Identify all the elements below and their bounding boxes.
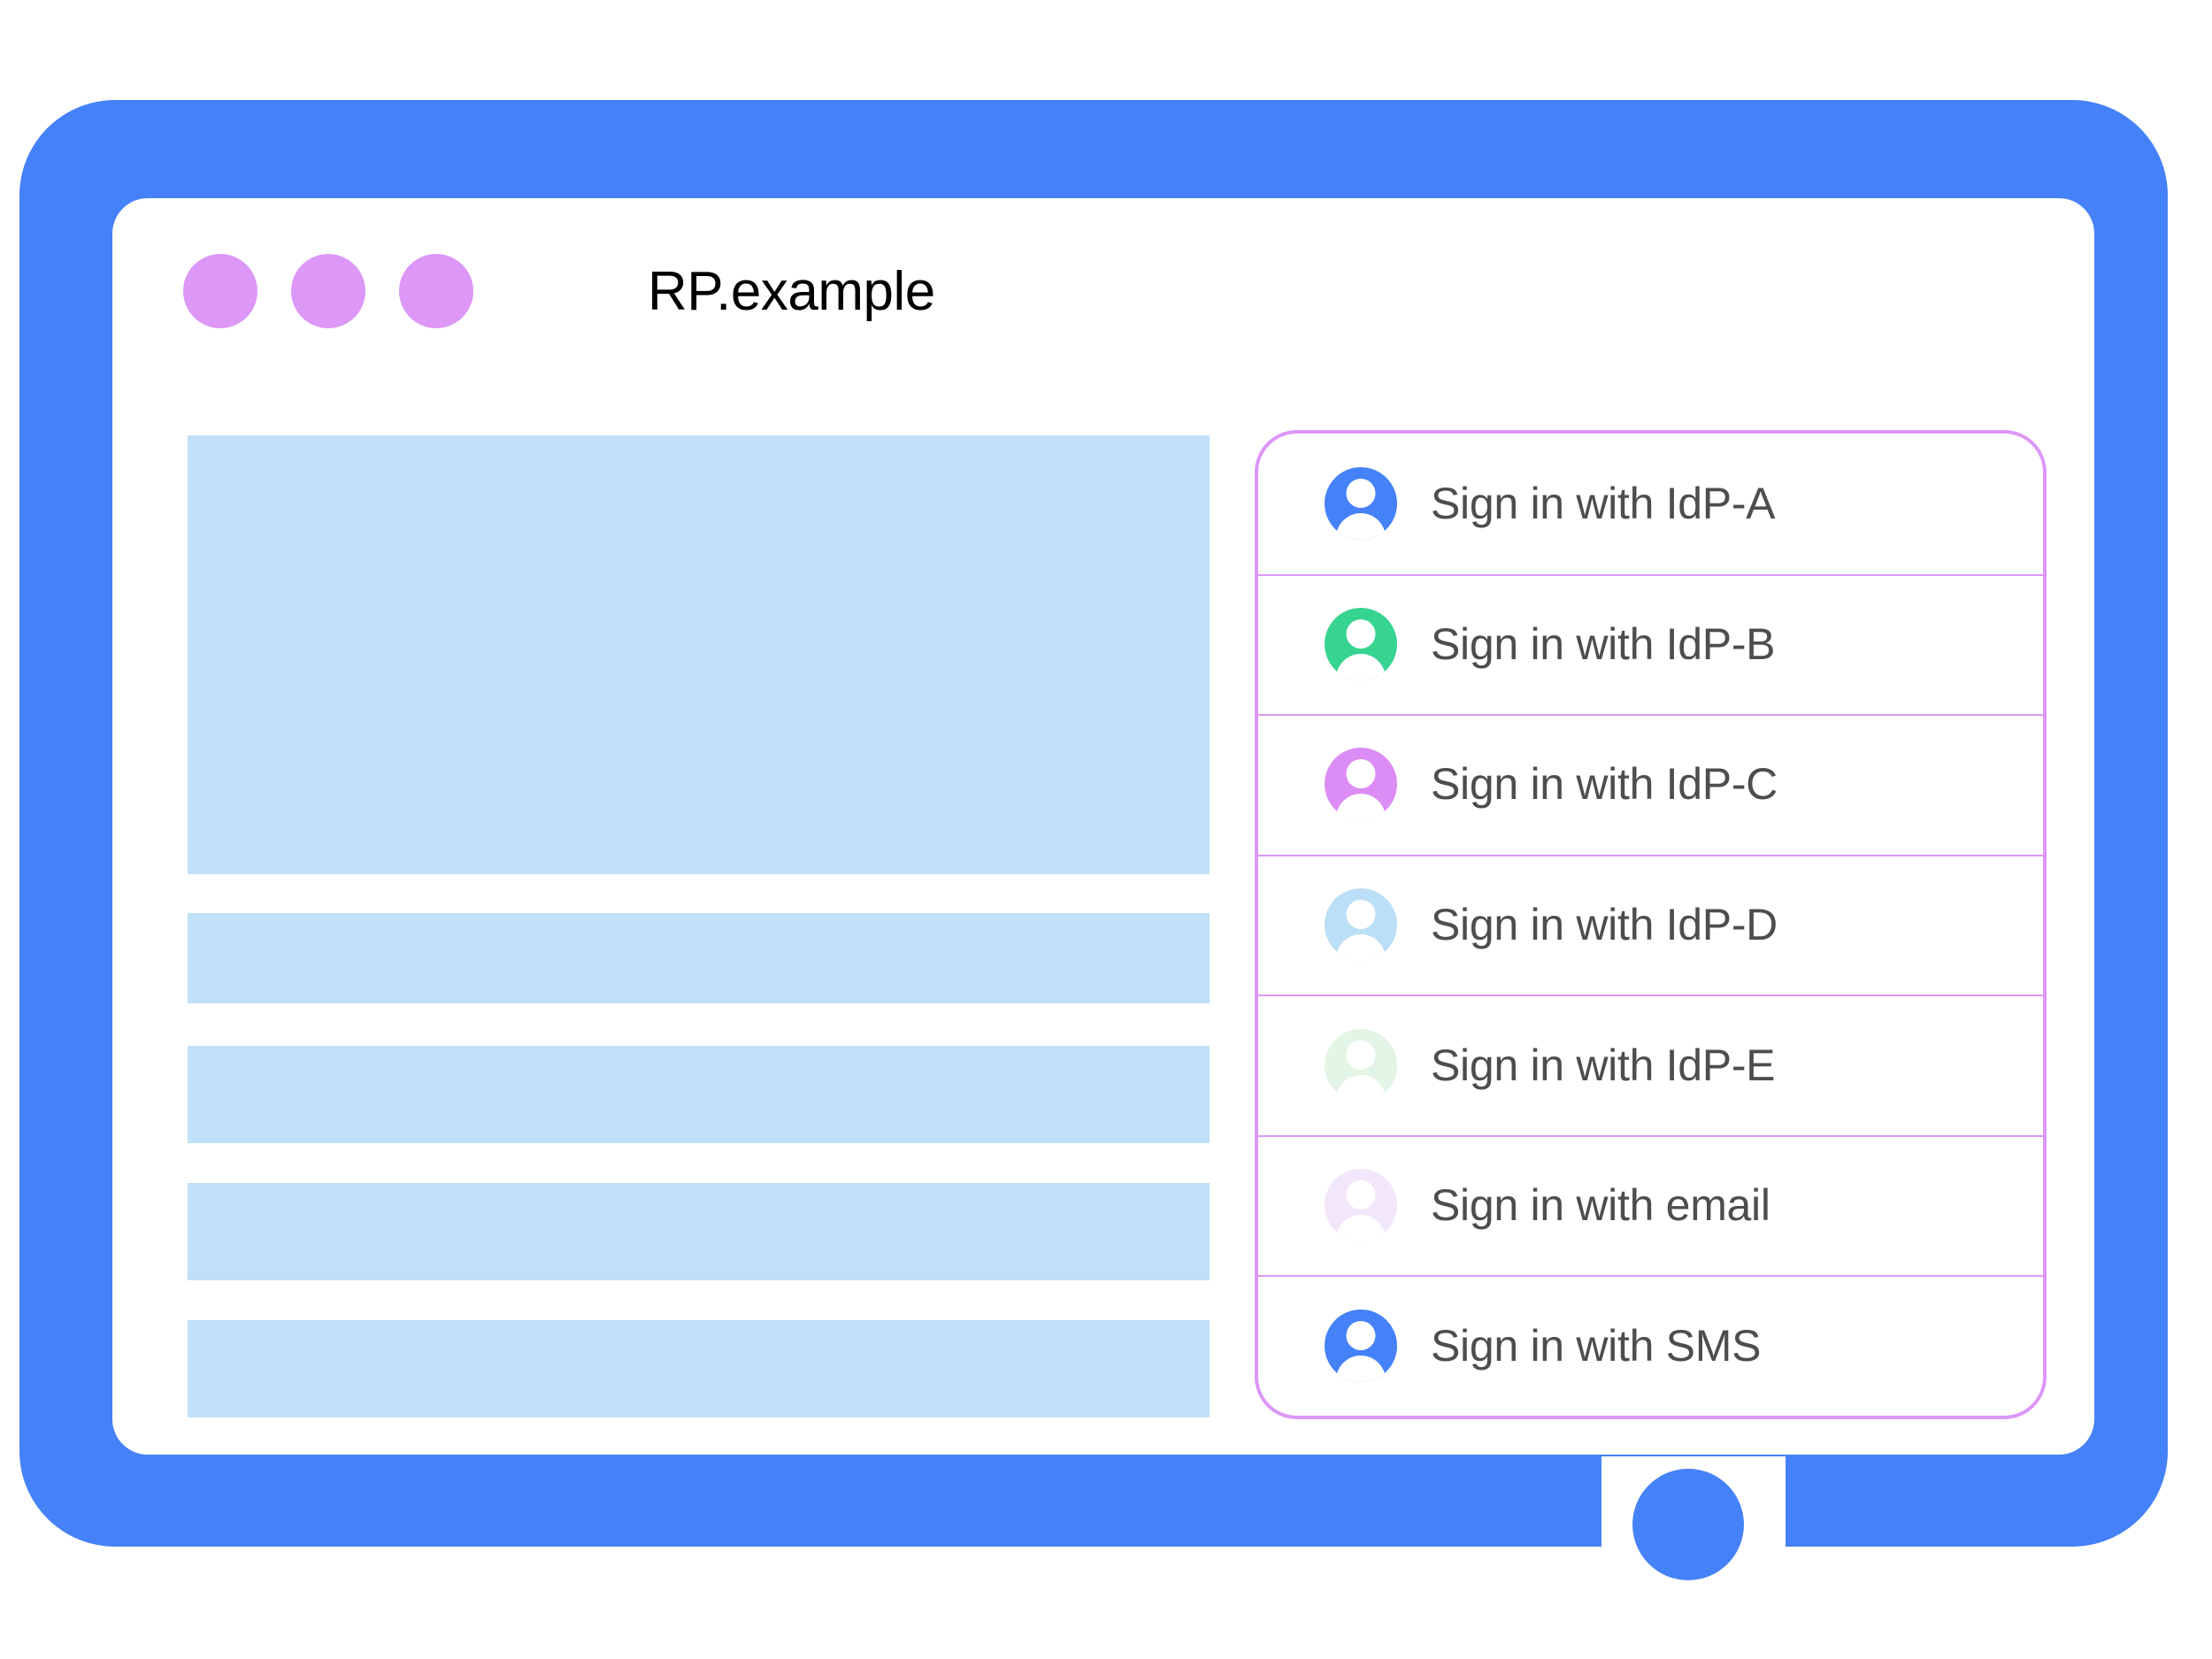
account-label: Sign in with email [1431, 1180, 1770, 1231]
account-row[interactable]: Sign in with IdP-C [1258, 714, 2043, 855]
account-avatar-icon [1325, 607, 1397, 680]
window-dot-close-icon[interactable] [183, 254, 257, 328]
account-label: Sign in with IdP-A [1431, 479, 1776, 529]
account-avatar-icon [1325, 467, 1397, 541]
account-avatar-icon [1325, 888, 1397, 962]
window-dot-maximize-icon[interactable] [399, 254, 473, 328]
text-placeholder-3 [188, 1183, 1210, 1280]
account-label: Sign in with IdP-C [1431, 759, 1778, 810]
account-avatar-icon [1325, 1169, 1397, 1242]
account-label: Sign in with IdP-E [1431, 1040, 1776, 1090]
account-avatar-icon [1325, 1309, 1397, 1382]
account-avatar-icon [1325, 748, 1397, 821]
account-avatar-icon [1325, 1028, 1397, 1102]
window-dot-minimize-icon[interactable] [291, 254, 365, 328]
hero-placeholder [188, 435, 1210, 874]
account-list: Sign in with IdP-A Sign in with IdP-B Sign… [1258, 434, 2043, 1416]
text-placeholder-4 [188, 1320, 1210, 1417]
account-chooser-panel: Sign in with IdP-A Sign in with IdP-B Sign… [1255, 430, 2047, 1419]
account-row[interactable]: Sign in with SMS [1258, 1275, 2043, 1416]
account-row[interactable]: Sign in with IdP-B [1258, 573, 2043, 715]
account-label: Sign in with IdP-D [1431, 900, 1778, 950]
account-row[interactable]: Sign in with email [1258, 1134, 2043, 1276]
browser-titlebar: RP.example [112, 198, 2094, 357]
account-row[interactable]: Sign in with IdP-E [1258, 995, 2043, 1135]
account-label: Sign in with IdP-B [1431, 618, 1776, 669]
account-label: Sign in with SMS [1431, 1320, 1762, 1371]
window-control-dots [183, 254, 473, 328]
account-row[interactable]: Sign in with IdP-D [1258, 854, 2043, 995]
page-title: RP.example [648, 261, 935, 322]
text-placeholder-2 [188, 1046, 1210, 1143]
home-button[interactable] [1632, 1469, 1744, 1580]
account-row[interactable]: Sign in with IdP-A [1258, 434, 2043, 574]
text-placeholder-1 [188, 913, 1210, 1003]
